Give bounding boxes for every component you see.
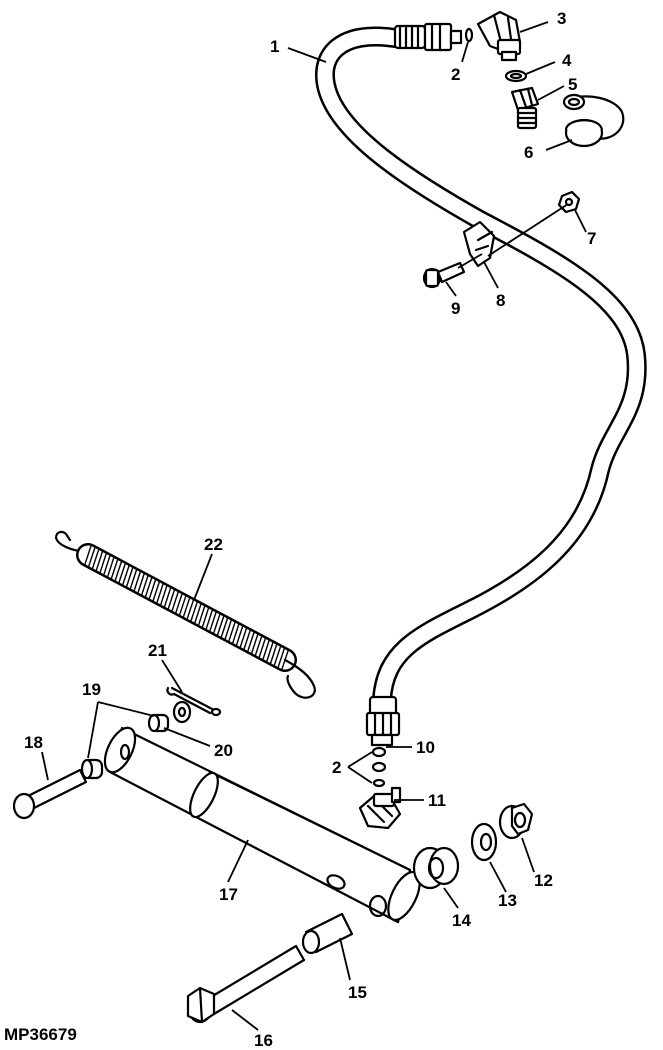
- callout-15: 15: [348, 983, 367, 1002]
- hose-clamp: [462, 220, 496, 268]
- callout-8: 8: [496, 291, 505, 310]
- callout-11: 11: [428, 791, 446, 810]
- extension-spring: [54, 530, 316, 699]
- callout-4: 4: [562, 51, 572, 70]
- callout-2-upper: 2: [451, 65, 460, 84]
- callout-3: 3: [557, 9, 566, 28]
- callout-2-lower: 2: [332, 758, 341, 777]
- washer-13: [470, 822, 498, 862]
- callout-13: 13: [498, 891, 517, 910]
- adapter-fitting: [510, 86, 540, 130]
- hex-bolt-16: [186, 944, 306, 1024]
- flanged-bushing: [412, 846, 460, 890]
- callout-22: 22: [204, 535, 223, 554]
- callout-19: 19: [82, 680, 101, 699]
- callout-10: 10: [416, 738, 435, 757]
- flange-nut: [498, 802, 534, 840]
- hose-lower-fitting: [365, 695, 401, 747]
- bushing-19-lower: [80, 758, 104, 780]
- o-ring-4: [504, 69, 528, 83]
- seal-washer-10: [371, 761, 387, 773]
- callout-21: 21: [148, 641, 167, 660]
- lower-elbow-fitting: [358, 786, 402, 830]
- callout-20: 20: [214, 741, 233, 760]
- hydraulic-hose: [315, 26, 647, 710]
- elbow-fitting: [476, 10, 522, 62]
- callout-16: 16: [254, 1031, 273, 1050]
- hex-nut-7: [557, 190, 581, 214]
- lift-tube: [103, 726, 421, 924]
- callout-18: 18: [24, 733, 43, 752]
- callout-labels: 1 2 3 4 5 6 7 8 9 10 2 11 12 13 14 15 16…: [24, 9, 596, 1050]
- dust-cap: [562, 93, 625, 148]
- bushing-19-upper: [147, 713, 170, 733]
- figure-id: MP36679: [4, 1025, 77, 1044]
- callout-5: 5: [568, 75, 577, 94]
- o-ring-upper: [464, 27, 474, 43]
- callout-6: 6: [524, 143, 533, 162]
- cotter-pin: [166, 686, 222, 717]
- spacer-tube: [301, 912, 354, 955]
- callout-17: 17: [219, 885, 238, 904]
- callout-7: 7: [587, 229, 596, 248]
- callout-1: 1: [270, 37, 279, 56]
- washer-20: [172, 700, 192, 724]
- flange-bolt-9: [422, 261, 466, 289]
- leader-lines: [41, 21, 587, 1031]
- o-ring-lower-a: [371, 746, 387, 758]
- callout-14: 14: [452, 911, 471, 930]
- clevis-pin: [12, 768, 88, 820]
- hose-upper-fitting: [393, 22, 463, 52]
- o-ring-lower-b: [372, 778, 386, 788]
- callout-9: 9: [451, 299, 460, 318]
- callout-12: 12: [534, 871, 553, 890]
